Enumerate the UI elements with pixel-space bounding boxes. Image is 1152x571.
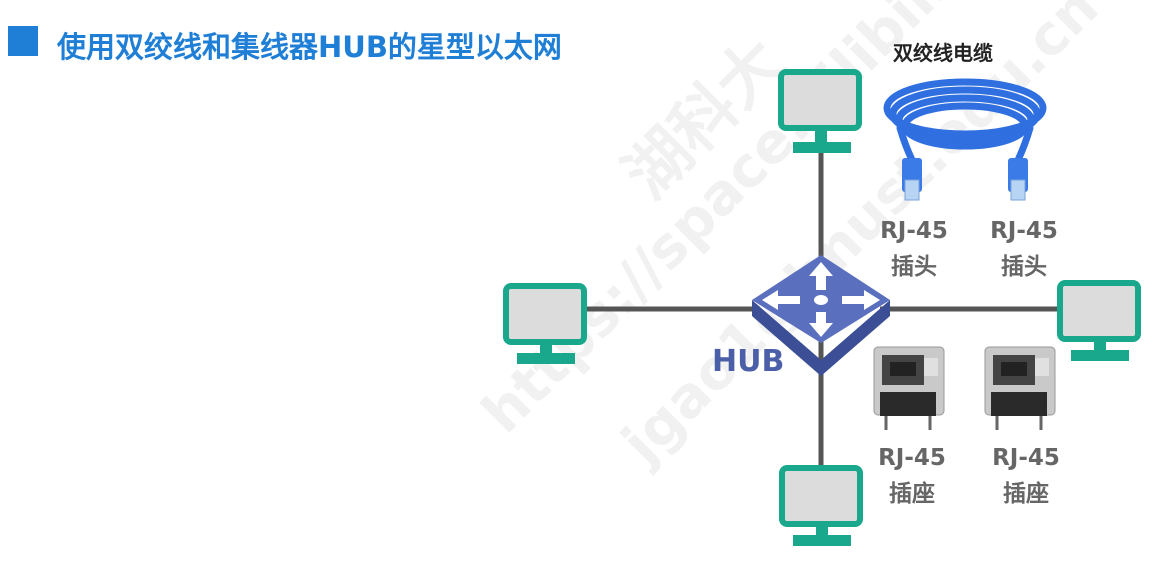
rj45-socket-left-icon	[873, 346, 945, 430]
plug-label-left: RJ-45 插头	[859, 213, 969, 285]
plug-label-left-line1: RJ-45	[880, 218, 948, 244]
socket-label-right-line1: RJ-45	[992, 445, 1060, 471]
cable-label: 双绞线电缆	[893, 41, 993, 65]
socket-label-right: RJ-45 插座	[971, 440, 1081, 512]
computer-top-icon	[778, 69, 862, 153]
socket-label-left-line2: 插座	[889, 481, 935, 507]
page-title: 使用双绞线和集线器HUB的星型以太网	[57, 30, 562, 64]
plug-label-left-line2: 插头	[891, 254, 937, 280]
rj45-socket-right-icon	[984, 346, 1056, 430]
plug-label-right-line1: RJ-45	[990, 218, 1058, 244]
rj45-plug-right-icon	[1008, 158, 1028, 201]
computer-bottom-icon	[779, 465, 863, 546]
hub-icon	[752, 255, 890, 376]
socket-label-right-line2: 插座	[1003, 481, 1049, 507]
socket-label-left-line1: RJ-45	[878, 445, 946, 471]
computer-left-icon	[503, 283, 587, 364]
plug-label-right-line2: 插头	[1001, 254, 1047, 280]
rj45-plug-left-icon	[902, 158, 922, 201]
title-marker	[8, 26, 38, 56]
plug-label-right: RJ-45 插头	[969, 213, 1079, 285]
computer-right-icon	[1057, 280, 1141, 361]
hub-label: HUB	[712, 344, 785, 379]
socket-label-left: RJ-45 插座	[857, 440, 967, 512]
twisted-pair-cable-icon	[883, 78, 1047, 164]
